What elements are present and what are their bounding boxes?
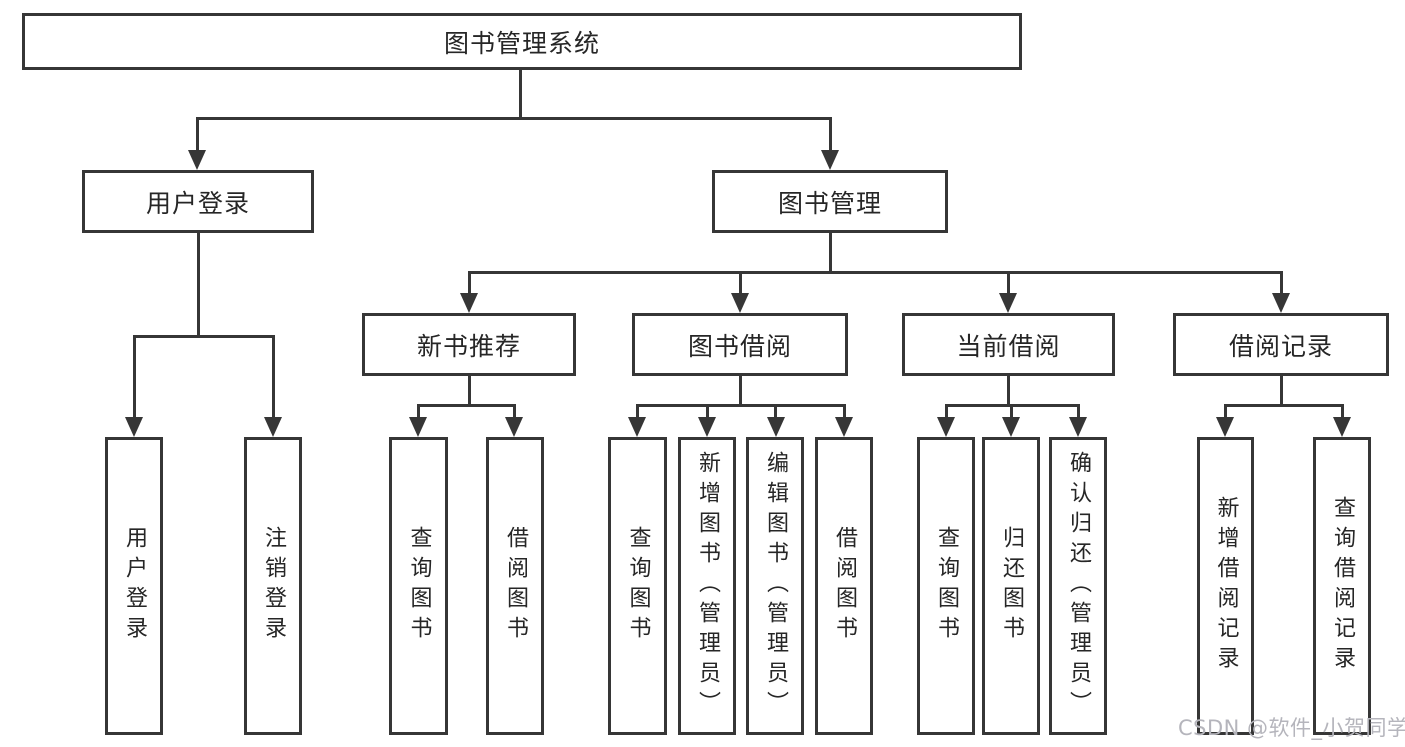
arrow-down-icon bbox=[835, 417, 853, 437]
arrow-down-icon bbox=[731, 293, 749, 313]
connector-drop-borrow-records bbox=[1280, 271, 1283, 296]
leaf-label: 查询图书 bbox=[625, 526, 651, 646]
connector-m4-drop2 bbox=[1341, 404, 1344, 419]
connector-drop-user-login bbox=[196, 117, 199, 152]
leaf-label: 确认归还（管理员） bbox=[1066, 451, 1091, 721]
node-user-login: 用户登录 bbox=[82, 170, 314, 233]
node-new-book-recommendation: 新书推荐 bbox=[362, 313, 576, 376]
node-label: 图书管理 bbox=[777, 188, 882, 218]
arrow-down-icon bbox=[188, 150, 206, 170]
arrow-down-icon bbox=[698, 417, 716, 437]
node-book-borrowing: 图书借阅 bbox=[632, 313, 848, 376]
connector-m3-drop3 bbox=[1077, 404, 1080, 419]
arrow-down-icon bbox=[460, 293, 478, 313]
arrow-down-icon bbox=[937, 417, 955, 437]
node-book-management: 图书管理 bbox=[712, 170, 948, 233]
connector-m2-drop4 bbox=[843, 404, 846, 419]
leaf-label: 查询图书 bbox=[406, 526, 432, 646]
leaf-label: 归还图书 bbox=[999, 526, 1024, 646]
arrow-down-icon bbox=[1216, 417, 1234, 437]
csdn-watermark: CSDN @软件_小贺同学 bbox=[1178, 716, 1405, 740]
connector-user-login-stub bbox=[197, 232, 200, 335]
connector-book-management-stub bbox=[829, 233, 832, 273]
connector-drop-current-borrow bbox=[1007, 271, 1010, 296]
leaf-borrow-books-2: 借阅图书 bbox=[815, 437, 873, 735]
connector-m2-drop2 bbox=[706, 404, 709, 419]
leaf-query-books-3: 查询图书 bbox=[917, 437, 975, 735]
connector-m3-drop1 bbox=[945, 404, 948, 419]
leaf-add-borrow-record: 新增借阅记录 bbox=[1197, 437, 1254, 735]
connector-drop-new-book bbox=[468, 271, 471, 296]
leaf-query-books-2: 查询图书 bbox=[608, 437, 667, 735]
arrow-down-icon bbox=[999, 293, 1017, 313]
arrow-down-icon bbox=[409, 417, 427, 437]
connector-m4-hbar bbox=[1224, 404, 1344, 407]
leaf-add-books-admin: 新增图书（管理员） bbox=[678, 437, 736, 735]
connector-m2-drop3 bbox=[774, 404, 777, 419]
node-label: 借阅记录 bbox=[1228, 331, 1333, 361]
arrow-down-icon bbox=[1272, 293, 1290, 313]
connector-modules-hbar bbox=[468, 271, 1283, 274]
connector-m3-drop2 bbox=[1010, 404, 1013, 419]
connector-m4-drop1 bbox=[1224, 404, 1227, 419]
leaf-label: 查询图书 bbox=[934, 526, 959, 646]
node-borrowing-records: 借阅记录 bbox=[1173, 313, 1389, 376]
node-label: 用户登录 bbox=[145, 188, 250, 218]
leaf-return-books: 归还图书 bbox=[982, 437, 1040, 735]
arrow-down-icon bbox=[767, 417, 785, 437]
leaf-confirm-return-admin: 确认归还（管理员） bbox=[1049, 437, 1107, 735]
connector-m1-hbar bbox=[417, 404, 516, 407]
connector-root-hbar bbox=[196, 117, 832, 120]
leaf-user-login: 用户登录 bbox=[105, 437, 163, 735]
leaf-label: 借阅图书 bbox=[832, 526, 857, 646]
leaf-label: 查询借阅记录 bbox=[1330, 496, 1355, 676]
connector-m2-drop1 bbox=[636, 404, 639, 419]
leaf-label: 新增图书（管理员） bbox=[695, 451, 720, 721]
connector-drop-logout-leaf bbox=[272, 335, 275, 418]
leaf-label: 编辑图书（管理员） bbox=[763, 451, 788, 721]
leaf-label: 注销登录 bbox=[261, 526, 286, 646]
node-current-borrowing: 当前借阅 bbox=[902, 313, 1115, 376]
leaf-label: 用户登录 bbox=[122, 526, 147, 646]
arrow-down-icon bbox=[628, 417, 646, 437]
node-label: 图书管理系统 bbox=[443, 28, 600, 58]
connector-m2-stub bbox=[739, 376, 742, 406]
arrow-down-icon bbox=[1002, 417, 1020, 437]
connector-m1-drop2 bbox=[513, 404, 516, 419]
node-label: 图书借阅 bbox=[687, 331, 792, 361]
arrow-down-icon bbox=[821, 150, 839, 170]
leaf-logout: 注销登录 bbox=[244, 437, 302, 735]
arrow-down-icon bbox=[125, 417, 143, 437]
arrow-down-icon bbox=[1069, 417, 1087, 437]
connector-m1-drop1 bbox=[417, 404, 420, 419]
connector-m2-hbar bbox=[636, 404, 846, 407]
node-label: 新书推荐 bbox=[416, 331, 521, 361]
leaf-edit-books-admin: 编辑图书（管理员） bbox=[746, 437, 804, 735]
leaf-label: 借阅图书 bbox=[503, 526, 528, 646]
leaf-label: 新增借阅记录 bbox=[1213, 496, 1239, 676]
connector-m3-stub bbox=[1007, 376, 1010, 406]
leaf-query-borrow-record: 查询借阅记录 bbox=[1313, 437, 1371, 735]
arrow-down-icon bbox=[264, 417, 282, 437]
connector-drop-login-leaf bbox=[133, 335, 136, 418]
connector-drop-book-management bbox=[829, 117, 832, 152]
connector-drop-book-borrow bbox=[739, 271, 742, 296]
arrow-down-icon bbox=[1333, 417, 1351, 437]
connector-m1-stub bbox=[468, 376, 471, 406]
connector-user-login-hbar bbox=[133, 335, 275, 338]
arrow-down-icon bbox=[505, 417, 523, 437]
leaf-borrow-books-1: 借阅图书 bbox=[486, 437, 544, 735]
leaf-query-books-1: 查询图书 bbox=[389, 437, 448, 735]
connector-m4-stub bbox=[1280, 376, 1283, 406]
connector-root-stub bbox=[519, 69, 522, 117]
node-label: 当前借阅 bbox=[956, 331, 1061, 361]
node-library-management-system: 图书管理系统 bbox=[22, 13, 1022, 70]
